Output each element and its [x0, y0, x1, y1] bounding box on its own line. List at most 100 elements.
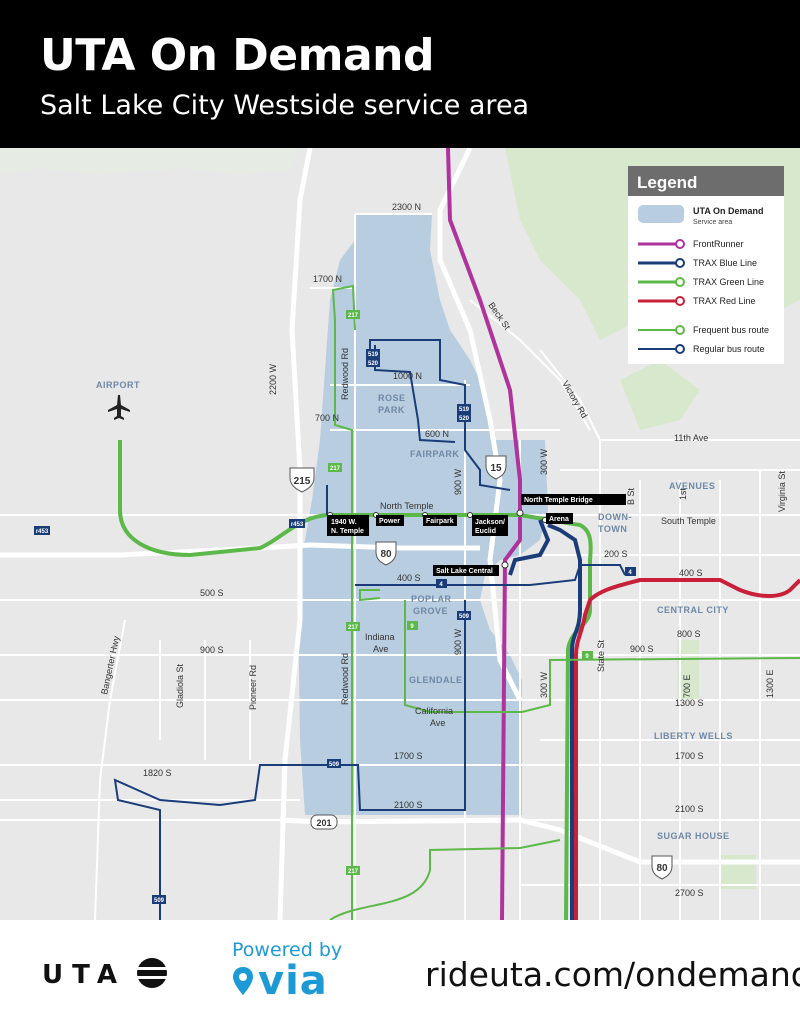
street-label: Redwood Rd	[340, 653, 350, 705]
shield-label: 201	[316, 818, 331, 828]
street-label: 1000 N	[393, 371, 422, 381]
uta-logo: UTA	[42, 960, 126, 990]
street-label: 200 S	[604, 549, 628, 559]
street-label: 2300 N	[392, 202, 421, 212]
powered-by-label: Powered by	[232, 939, 343, 961]
shield-label: 80	[656, 863, 668, 874]
street-label: 1700 S	[675, 751, 704, 761]
interstate-shield-icon	[289, 467, 315, 493]
route-badge: 519	[368, 352, 379, 358]
street-label: 2700 S	[675, 888, 704, 898]
street-label: 1300 E	[765, 669, 775, 698]
route-badge: 509	[459, 614, 470, 620]
route-badge: 217	[330, 466, 341, 472]
legend-label-frontrunner: FrontRunner	[693, 239, 744, 249]
street-label: 900 S	[200, 645, 224, 655]
service-area-map[interactable]: Legend UTA On Demand Service area FrontR…	[0, 148, 800, 920]
frequent-bus-routes	[329, 284, 800, 920]
legend-label-frequent-bus: Frequent bus route	[693, 325, 769, 335]
station-label: 1940 W.	[331, 519, 357, 526]
route-badge: 4	[439, 582, 443, 588]
route-badge: 509	[154, 898, 165, 904]
station-labels: North Temple Bridge Arena Salt Lake Cent…	[327, 494, 626, 576]
street-label: 1st	[678, 487, 688, 500]
website-link[interactable]: rideuta.com/ondemand	[425, 955, 800, 994]
street-label: North Temple	[380, 501, 433, 511]
street-label: 2100 S	[675, 804, 704, 814]
legend-label-green: TRAX Green Line	[693, 277, 764, 287]
street-label: Ave	[430, 718, 445, 728]
street-label: State St	[596, 639, 606, 672]
route-badge: 9	[410, 624, 414, 630]
street-label: California	[415, 706, 453, 716]
park-area	[0, 148, 300, 175]
interstate-shield-icon	[375, 541, 397, 566]
station-label: Euclid	[475, 528, 496, 535]
street-label: 2200 W	[268, 363, 278, 395]
neighborhood-label: AIRPORT	[96, 380, 140, 390]
station-label: N. Temple	[331, 528, 364, 535]
route-badge: 217	[348, 869, 359, 875]
street-label: 2100 S	[394, 800, 423, 810]
route-badge: 509	[329, 762, 340, 768]
street-label: 700 E	[682, 674, 692, 698]
street-label: 300 W	[539, 671, 549, 698]
street-label: Gladiola St	[175, 663, 185, 708]
street-label: Pioneer Rd	[248, 665, 258, 710]
legend-title: Legend	[637, 173, 697, 192]
neighborhood-label: CENTRAL CITY	[657, 605, 729, 615]
highway-shields: 215 15 80 80 201	[289, 455, 673, 880]
shield-label: 15	[490, 463, 502, 474]
via-pin-icon	[233, 967, 253, 995]
station-label: Fairpark	[426, 518, 454, 525]
street-label: 11th Ave	[674, 433, 708, 443]
neighborhood-label: AVENUES	[669, 481, 715, 491]
street-label: 1820 S	[143, 768, 172, 778]
route-badge: 4	[628, 570, 632, 576]
street-label: Virginia St	[777, 471, 787, 512]
street-label: 900 W	[453, 468, 463, 495]
neighborhood-label: DOWN-	[598, 512, 632, 522]
legend: Legend UTA On Demand Service area FrontR…	[628, 166, 784, 364]
uta-logo-mark-icon	[124, 958, 179, 988]
legend-label-regular-bus: Regular bus route	[693, 344, 765, 354]
street-label: 300 W	[539, 448, 549, 475]
street-label: 900 S	[630, 644, 654, 654]
trax-green-line	[118, 440, 593, 920]
trax-red-line	[574, 578, 800, 920]
legend-label-red: TRAX Red Line	[693, 296, 756, 306]
street-label: 600 N	[425, 429, 449, 439]
neighborhood-label: GLENDALE	[409, 675, 463, 685]
route-badge: 520	[368, 361, 379, 367]
legend-swatch-service	[638, 205, 684, 223]
park-area	[620, 360, 700, 430]
interstate-shield-icon	[485, 455, 507, 480]
station-label: Jackson/	[475, 519, 505, 526]
street-label: 400 S	[679, 568, 703, 578]
station-label: North Temple Bridge	[524, 497, 593, 504]
neighborhood-label: FAIRPARK	[410, 449, 459, 459]
route-badge: 217	[348, 313, 359, 319]
interstate-shield-icon	[651, 855, 673, 880]
neighborhood-label: TOWN	[598, 524, 627, 534]
street-label: B St	[626, 487, 636, 505]
street-label: South Temple	[661, 516, 716, 526]
street-label: 400 S	[397, 573, 421, 583]
header: UTA On Demand Salt Lake City Westside se…	[0, 0, 800, 148]
frontrunner-line	[446, 148, 522, 920]
route-badges: 217 217 217 217 519 520 519 520 509 509 …	[34, 310, 636, 904]
neighborhood-labels: AIRPORT ROSE PARK FAIRPARK POPLAR GROVE …	[96, 380, 732, 841]
street-label: Indiana	[365, 632, 395, 642]
station-label: Power	[379, 518, 400, 525]
street-label: Ave	[373, 644, 388, 654]
legend-label-blue: TRAX Blue Line	[693, 258, 757, 268]
airplane-icon	[108, 395, 130, 420]
street-label: Redwood Rd	[340, 348, 350, 400]
neighborhood-label: GROVE	[413, 606, 448, 616]
neighborhood-label: POPLAR	[411, 594, 452, 604]
route-badge: 217	[348, 625, 359, 631]
route-badge: r453	[291, 522, 304, 528]
shield-label: 80	[380, 549, 392, 560]
route-badge: 520	[459, 416, 470, 422]
street-label: 700 N	[315, 413, 339, 423]
